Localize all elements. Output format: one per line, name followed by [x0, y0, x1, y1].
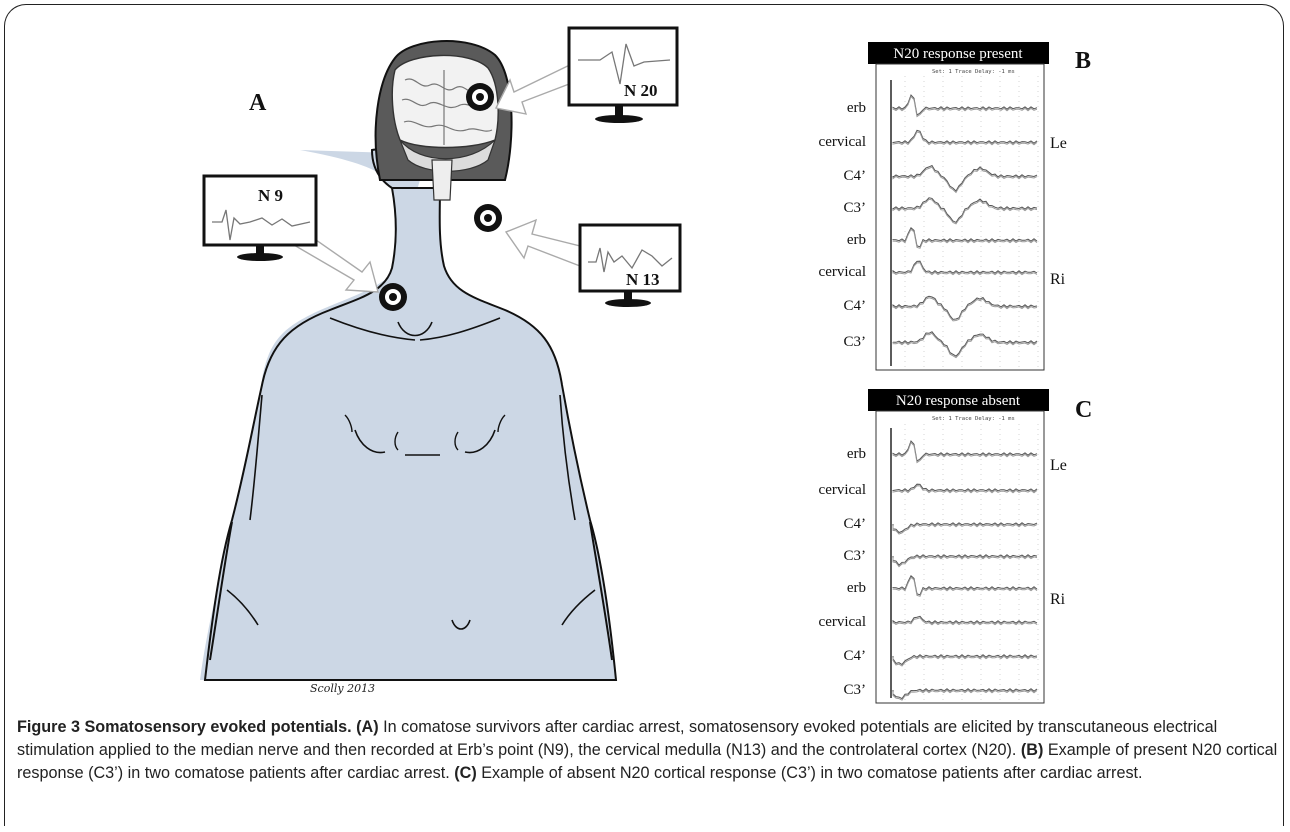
panel-c: N20 response absent C Set: 1 Trace Delay…	[819, 389, 1093, 703]
panel-c-side-left: Le	[1050, 457, 1067, 474]
electrode-n13	[474, 204, 502, 232]
channel-label-b-4: C3’	[844, 200, 867, 216]
channel-label-b-5: erb	[847, 232, 866, 248]
monitor-n13: N 13	[580, 225, 680, 307]
signature: Scolly 2013	[310, 682, 375, 695]
caption-c-tag: (C)	[454, 764, 476, 782]
panel-b-label: B	[1075, 48, 1091, 74]
channel-label-b-8: C3’	[844, 334, 867, 350]
channel-label-b-1: erb	[847, 100, 866, 116]
arrow-n13	[506, 220, 588, 266]
monitor-n20-label: N 20	[624, 81, 658, 100]
channel-label-b-3: C4’	[844, 168, 867, 184]
channel-label-c-1: erb	[847, 446, 866, 462]
panel-b-side-right: Ri	[1050, 271, 1066, 288]
channel-label-c-2: cervical	[819, 482, 866, 498]
panel-b-meta: Set: 1 Trace Delay: -1 ms	[932, 69, 1015, 75]
panel-a-label: A	[249, 90, 267, 116]
channel-label-c-6: cervical	[819, 614, 866, 630]
channel-label-b-7: C4’	[844, 298, 867, 314]
electrode-n9	[379, 283, 407, 311]
caption-b-tag: (B)	[1021, 741, 1043, 759]
monitor-n20: N 20	[569, 28, 677, 123]
channel-label-c-8: C3’	[844, 682, 867, 698]
caption-a-tag: (A)	[356, 718, 378, 736]
electrode-n20	[466, 83, 494, 111]
panel-c-header: N20 response absent	[896, 393, 1021, 409]
channel-label-b-6: cervical	[819, 264, 866, 280]
caption-figure-label: Figure 3 Somatosensory evoked potentials…	[17, 718, 352, 736]
channel-label-c-7: C4’	[844, 648, 867, 664]
figure-caption: Figure 3 Somatosensory evoked potentials…	[17, 716, 1279, 785]
channel-label-b-2: cervical	[819, 134, 866, 150]
panel-b-header: N20 response present	[893, 46, 1023, 62]
channel-label-c-5: erb	[847, 580, 866, 596]
channel-label-c-3: C4’	[844, 516, 867, 532]
panel-b: N20 response present B Set: 1 Trace Dela…	[819, 42, 1091, 370]
figure-illustration: N 9 N 13 N 20 A Scolly 2013 N20 response…	[0, 0, 1290, 712]
caption-c-text: Example of absent N20 cortical response …	[477, 764, 1143, 782]
panel-c-meta: Set: 1 Trace Delay: -1 ms	[932, 416, 1015, 422]
monitor-n13-label: N 13	[626, 270, 660, 289]
panel-b-side-left: Le	[1050, 135, 1067, 152]
panel-c-label: C	[1075, 397, 1092, 423]
monitor-n9-label: N 9	[258, 186, 283, 205]
head-brain-illustration	[376, 41, 512, 200]
channel-label-c-4: C3’	[844, 548, 867, 564]
panel-c-side-right: Ri	[1050, 591, 1066, 608]
